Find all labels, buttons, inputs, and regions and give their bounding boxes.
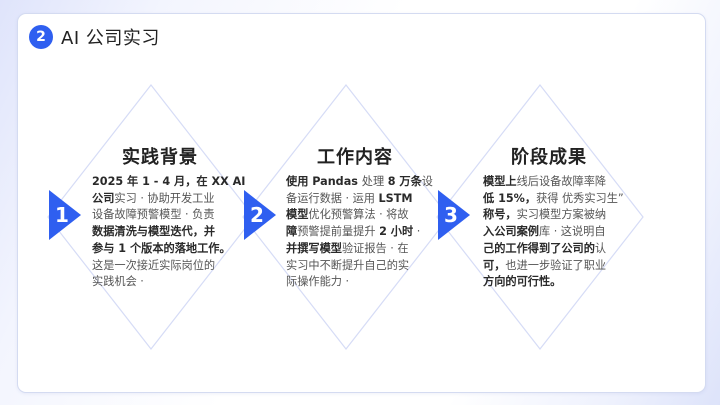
body-line: 模型上线后设备故障率降 — [483, 174, 625, 191]
step-number: 2 — [250, 203, 264, 227]
body-line: 模型优化预警算法 · 将故 — [286, 207, 428, 224]
highlight-text: 障 — [286, 225, 298, 239]
highlight-text: 2025 年 1 - 4 月，在 XX AI — [92, 175, 246, 188]
highlight-text: 8 万条 — [387, 175, 422, 188]
body-text: 也进一步验证了职业 — [505, 258, 607, 272]
section-header: 2 AI 公司实习 — [29, 24, 160, 50]
body-text: 获得 优秀实习生” — [536, 191, 624, 205]
body-line: 称号，实习模型方案被纳 — [483, 207, 625, 224]
highlight-text: 并撰写模型 — [286, 241, 342, 255]
body-line: 数据清洗与模型迭代，并 — [92, 224, 234, 241]
highlight-text: LSTM — [378, 191, 413, 205]
body-text: 实践机会 · — [92, 275, 144, 289]
diamond-frame-3 — [436, 84, 644, 350]
body-line: 方向的可行性。 — [483, 274, 625, 291]
highlight-text: 低 15%， — [483, 191, 537, 205]
body-text: 库 · 这说明自 — [538, 225, 606, 239]
body-text: 优化预警算法 · 将故 — [308, 208, 409, 222]
arrow-marker-icon — [244, 190, 276, 240]
body-text: 设备故障预警模型 · 负责 — [92, 208, 215, 222]
body-line: 实习中不断提升自己的实 — [286, 258, 428, 275]
highlight-text: 称号， — [483, 208, 517, 222]
card-title: 工作内容 — [317, 147, 393, 168]
card-title: 实践背景 — [122, 147, 198, 168]
body-text: 预警提前量提升 — [297, 225, 380, 239]
body-line: 备运行数据 · 运用 LSTM — [286, 191, 428, 208]
step-marker-1: 1 — [49, 190, 83, 240]
highlight-text: 方向的可行性。 — [483, 275, 562, 289]
body-text: · — [413, 225, 421, 239]
body-text: 实习模型方案被纳 — [516, 208, 607, 222]
highlight-text: 数据清洗与模型迭代，并 — [92, 225, 216, 239]
body-text: 处理 — [361, 175, 388, 188]
body-line: 参与 1 个版本的落地工作。 — [92, 241, 234, 258]
section-title: AI 公司实习 — [61, 28, 160, 49]
card-body: 模型上线后设备故障率降低 15%，获得 优秀实习生”称号，实习模型方案被纳入公司… — [483, 174, 625, 291]
body-text: 验证报告 · 在 — [341, 241, 409, 255]
step-marker-3: 3 — [438, 190, 472, 240]
body-text: 际操作能力 · — [286, 275, 350, 289]
body-line: 实践机会 · — [92, 274, 234, 291]
body-text: 设 — [421, 175, 433, 188]
body-line: 低 15%，获得 优秀实习生” — [483, 191, 625, 208]
highlight-text: 入公司案例 — [483, 225, 539, 239]
step-marker-2: 2 — [244, 190, 278, 240]
arrow-marker-icon — [49, 190, 81, 240]
body-text: 实习 · 协助开发工业 — [114, 191, 215, 205]
body-line: 可，也进一步验证了职业 — [483, 258, 625, 275]
highlight-text: 2 小时 — [379, 225, 414, 239]
highlight-text: 模型上 — [483, 175, 517, 188]
body-line: 障预警提前量提升 2 小时 · — [286, 224, 428, 241]
body-text: 这是一次接近实际岗位的 — [92, 258, 216, 272]
body-line: 设备故障预警模型 · 负责 — [92, 207, 234, 224]
body-line: 己的工作得到了公司的认 — [483, 241, 625, 258]
step-number: 1 — [55, 203, 69, 227]
body-line: 际操作能力 · — [286, 274, 428, 291]
body-text: 认 — [594, 241, 607, 255]
highlight-text: 参与 1 个版本的落地工作。 — [92, 241, 231, 255]
body-line: 并撰写模型验证报告 · 在 — [286, 241, 428, 258]
section-number-badge: 2 — [29, 25, 53, 49]
highlight-text: 己的工作得到了公司的 — [483, 241, 595, 255]
highlight-text: 使用 Pandas — [286, 175, 362, 188]
body-text: 线后设备故障率降 — [516, 175, 607, 188]
highlight-text: 可， — [483, 258, 506, 272]
body-line: 2025 年 1 - 4 月，在 XX AI — [92, 174, 245, 191]
step-number: 3 — [444, 203, 458, 227]
body-line: 使用 Pandas 处理 8 万条设 — [286, 174, 433, 191]
card-title: 阶段成果 — [511, 147, 587, 168]
diamond-frame-1 — [47, 84, 255, 350]
body-line: 这是一次接近实际岗位的 — [92, 258, 234, 275]
highlight-text: 模型 — [286, 208, 309, 222]
diamond-frame-2 — [242, 84, 450, 350]
highlight-text: 公司 — [92, 191, 115, 205]
body-line: 公司实习 · 协助开发工业 — [92, 191, 234, 208]
arrow-marker-icon — [438, 190, 470, 240]
body-text: 备运行数据 · 运用 — [286, 191, 379, 205]
body-text: 实习中不断提升自己的实 — [286, 258, 410, 272]
body-line: 入公司案例库 · 这说明自 — [483, 224, 625, 241]
